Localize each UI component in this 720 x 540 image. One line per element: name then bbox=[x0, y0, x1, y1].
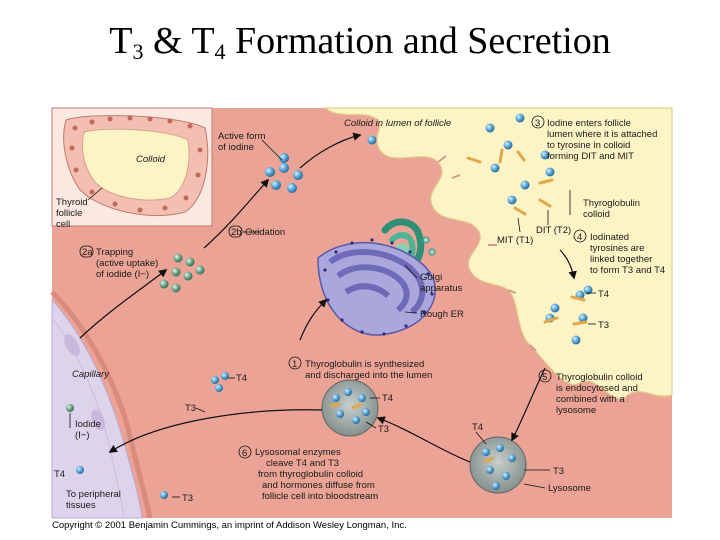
colloid-label: Colloid bbox=[136, 154, 166, 165]
t3-label-colloid: T3 bbox=[598, 320, 609, 331]
lysosome-label: Lysosome bbox=[548, 483, 591, 494]
t3-label-lysosome: T3 bbox=[553, 466, 564, 477]
copyright-text: Copyright © 2001 Benjamin Cummings, an i… bbox=[52, 520, 407, 531]
vesicle-upper bbox=[321, 379, 379, 437]
step-3-number: 3 bbox=[535, 118, 540, 129]
rough-er-label: Rough ER bbox=[420, 309, 464, 320]
step-2a-label: Trapping(active uptake)of iodide (I−) bbox=[96, 247, 158, 280]
tyrosine-bars bbox=[466, 148, 588, 326]
t4-label-colloid: T4 bbox=[598, 289, 609, 300]
t3-label-cell: T3 bbox=[185, 403, 196, 414]
step-2b-number: 2b bbox=[231, 227, 242, 238]
colloid-lumen-label: Colloid in lumen of follicle bbox=[344, 118, 451, 129]
mit-label: MIT (T1) bbox=[497, 235, 533, 246]
t4-label-cell: T4 bbox=[236, 373, 247, 384]
step-1-number: 1 bbox=[292, 359, 297, 370]
step-2b-label: Oxidation bbox=[245, 227, 285, 238]
flow-arrows bbox=[79, 132, 577, 463]
t3-label-blood: T3 bbox=[182, 493, 193, 504]
t4-label-blood: T4 bbox=[54, 469, 65, 480]
step-6-number: 6 bbox=[242, 448, 247, 459]
iodide-particles bbox=[159, 253, 205, 293]
t4-label-vesicle: T4 bbox=[382, 393, 393, 404]
colloid-lumen bbox=[323, 107, 673, 400]
rbc bbox=[64, 334, 80, 356]
step-2a-number: 2a bbox=[82, 247, 93, 258]
step-5-number: 5 bbox=[542, 372, 547, 383]
lysosome-vesicle bbox=[469, 436, 527, 494]
capillary-label: Capillary bbox=[72, 369, 110, 380]
t3-label-vesicle: T3 bbox=[378, 424, 389, 435]
t4-label-lysosome: T4 bbox=[472, 422, 483, 433]
iodide-label: Iodide(I−) bbox=[75, 419, 101, 441]
page-title: T3 & T4 Formation and Secretion bbox=[109, 20, 611, 64]
dit-label: DIT (T2) bbox=[536, 225, 571, 236]
iodine-particles bbox=[66, 113, 593, 499]
step-4-number: 4 bbox=[577, 232, 582, 243]
